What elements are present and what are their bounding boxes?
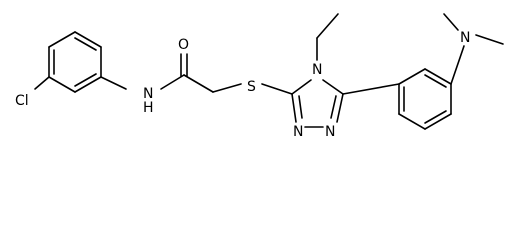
- n-methyl-bond-2: [475, 34, 504, 45]
- n-methyl-bond-1: [443, 13, 459, 31]
- triazole-aryl-bond: [342, 83, 400, 95]
- triazole-n4-c5-bond: [322, 79, 344, 95]
- ch2-s-bond: [212, 83, 242, 93]
- aminophenyl-bond-4: [424, 113, 452, 130]
- aryl-nh-bond: [100, 76, 127, 90]
- chlorophenyl-inner-bond-1: [74, 37, 97, 51]
- aminophenyl-inner-bond-2: [424, 110, 447, 124]
- n-ethyl-bond-2: [316, 13, 339, 39]
- chlorine-label: Cl: [15, 93, 29, 109]
- molecule-structure: Cl N H O S N N N N: [15, 13, 504, 140]
- c-cl-bond: [34, 76, 50, 90]
- chlorophenyl-bond-4: [48, 76, 76, 93]
- chlorophenyl-bond-6: [48, 31, 76, 48]
- carbonyl-ch2-bond: [183, 74, 214, 93]
- chlorophenyl-inner-bond-2: [74, 73, 97, 87]
- triazole-c3-n4-bond: [291, 79, 312, 95]
- carbonyl-oxygen-label: O: [178, 37, 189, 53]
- triazole-n4-label: N: [312, 62, 322, 78]
- aminophenyl-bond-2: [424, 68, 452, 85]
- nh-carbonyl-bond: [160, 74, 185, 90]
- s-triazole-bond: [261, 83, 293, 95]
- triazole-c5-n1-double-bond-inner: [330, 95, 337, 119]
- dimethylamino-nitrogen-label: N: [460, 30, 470, 46]
- amide-nitrogen-label: N: [143, 86, 153, 102]
- amide-hydrogen-label: H: [143, 100, 154, 116]
- aminophenyl-bond-5: [398, 113, 426, 130]
- triazole-n2-c3-double-bond-inner: [298, 95, 303, 119]
- triazole-c5-n1-double-bond-outer: [336, 93, 344, 123]
- triazole-n1-label: N: [325, 124, 335, 140]
- aminophenyl-bond-1: [398, 68, 426, 85]
- triazole-n2-c3-double-bond-outer: [291, 93, 297, 123]
- triazole-n2-label: N: [293, 124, 303, 140]
- aminophenyl-inner-bond-1: [424, 74, 447, 88]
- chlorophenyl-bond-1: [74, 31, 102, 48]
- structure-canvas: Cl N H O S N N N N: [15, 13, 504, 140]
- sulfur-label: S: [247, 79, 256, 95]
- aryl-nme2-bond: [450, 45, 465, 85]
- chlorophenyl-bond-3: [74, 76, 102, 93]
